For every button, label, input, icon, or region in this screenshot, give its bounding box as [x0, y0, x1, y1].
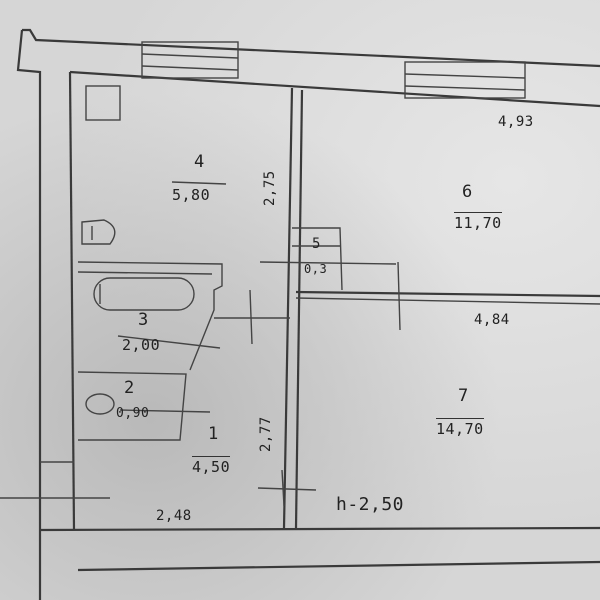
outer-wall-top [22, 28, 600, 68]
dimension-top-right: 4,93 [498, 114, 534, 130]
room-1-area: 4,50 [192, 456, 231, 476]
bathroom-3-outline [77, 261, 223, 371]
room-4-area: 5,80 [172, 186, 211, 204]
dimension-bottom-left: 2,48 [156, 508, 192, 524]
sink-icon [81, 219, 116, 245]
window-top-left [141, 41, 239, 79]
ceiling-height: h-2,50 [336, 494, 405, 515]
toilet-2-outline [77, 371, 187, 441]
room-7-number: 7 [458, 386, 469, 406]
outer-wall-bottom [39, 526, 600, 532]
room-6-area: 11,70 [454, 212, 502, 232]
room-3-area: 2,00 [122, 336, 161, 354]
room-6-number: 6 [462, 182, 473, 202]
window-top-right [404, 61, 526, 99]
outer-wall-bottom-outer [77, 560, 600, 572]
dimension-upper-vertical: 2,75 [262, 170, 278, 206]
dimension-mid-right: 4,84 [474, 312, 510, 328]
toilet-icon [85, 393, 115, 415]
inner-wall-left [68, 71, 76, 531]
partition-center [282, 87, 294, 529]
bathtub-icon [93, 277, 195, 311]
room-5-area: 0,3 [304, 262, 328, 276]
room-7-area: 14,70 [436, 418, 484, 438]
outer-wall-left [16, 29, 42, 600]
outer-wall-top-inner [69, 70, 600, 108]
room-1-number: 1 [208, 424, 219, 444]
dimension-lower-vertical: 2,77 [258, 416, 274, 452]
room-2-number: 2 [124, 378, 135, 398]
room-5-number: 5 [312, 236, 321, 252]
partition-6-7 [295, 290, 600, 298]
room-3-number: 3 [138, 310, 149, 330]
room-2-area: 0,90 [116, 406, 150, 421]
room-4-number: 4 [194, 152, 205, 172]
vent-shaft-icon [85, 85, 121, 121]
closet-5-outline [292, 227, 343, 291]
